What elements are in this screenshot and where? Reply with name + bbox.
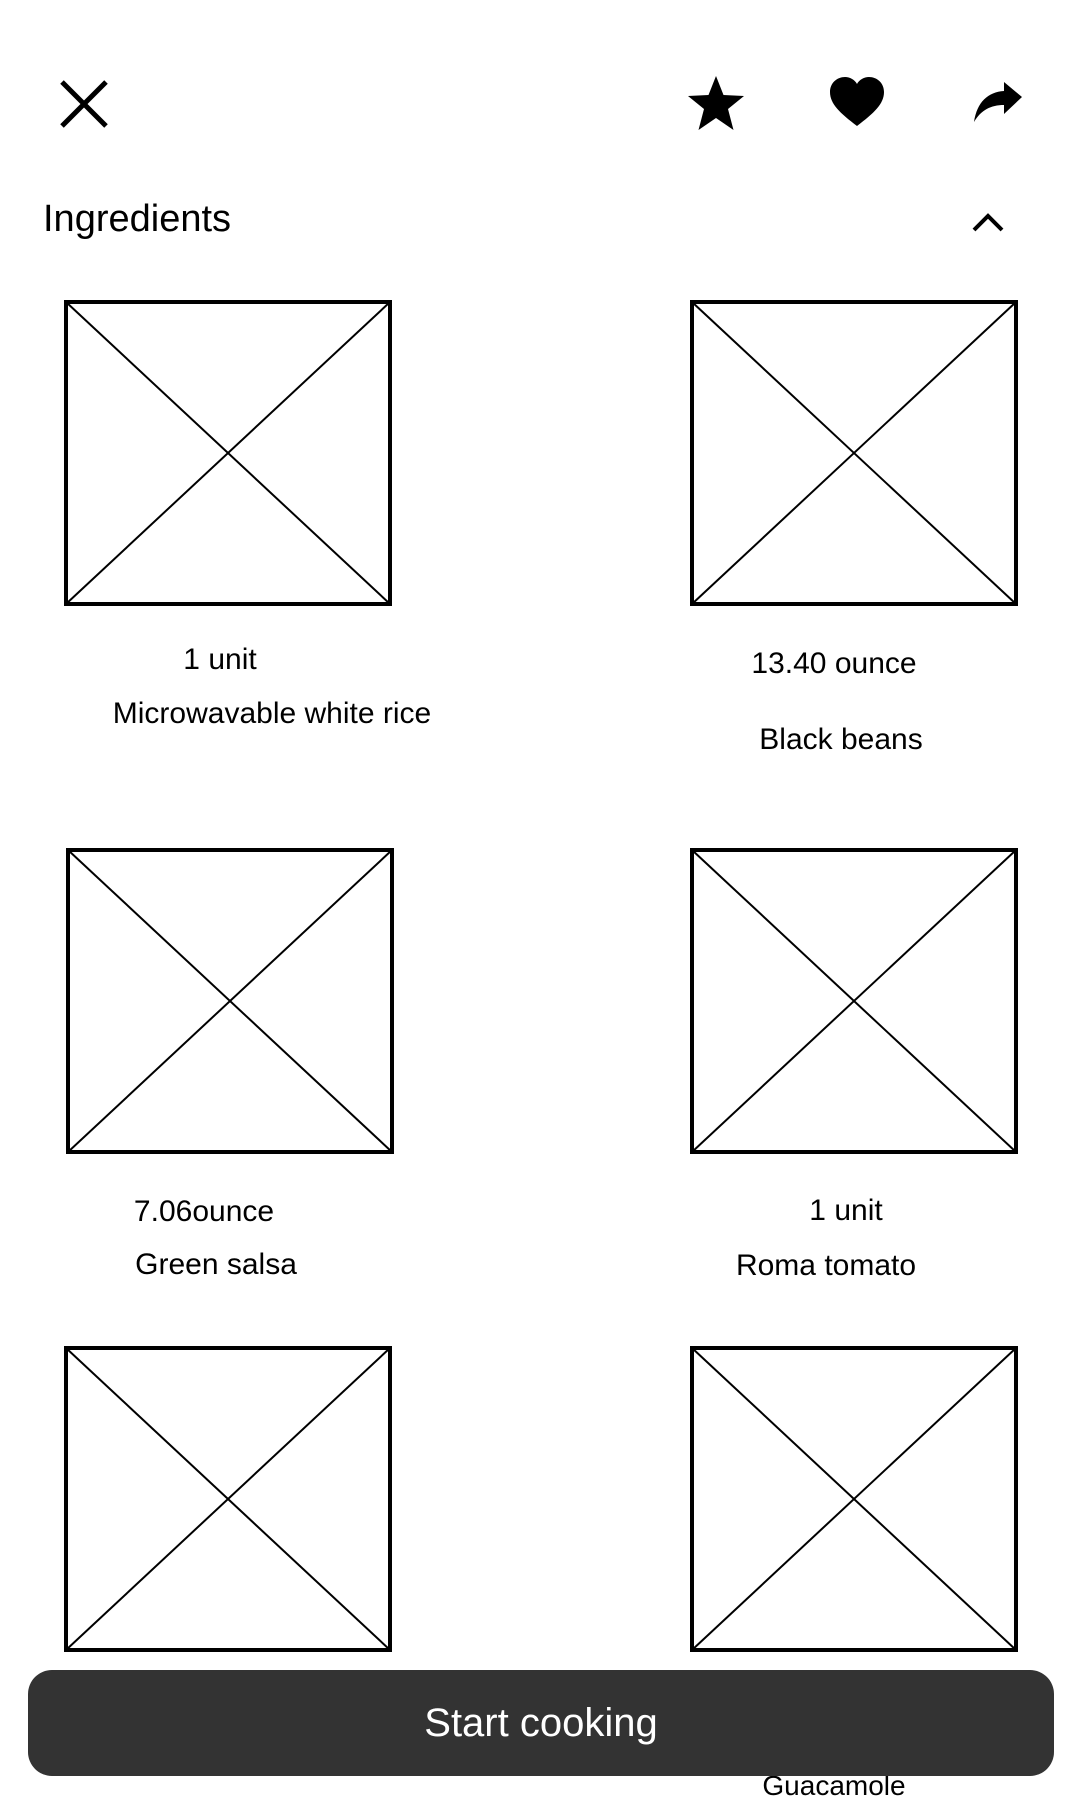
ingredient-quantity: 1 unit: [809, 1194, 883, 1227]
ingredient-quantity: 13.40 ounce: [751, 647, 917, 680]
ingredient-name: Microwavable white rice: [112, 697, 432, 730]
image-placeholder-icon: [690, 1346, 1018, 1652]
image-placeholder-icon: [690, 848, 1018, 1154]
ingredient-image: [690, 300, 1018, 606]
image-placeholder-icon: [64, 1346, 392, 1652]
ingredient-name: Roma tomato: [735, 1249, 917, 1282]
section-title: Ingredients: [43, 198, 232, 240]
image-placeholder-icon: [64, 300, 392, 606]
heart-icon[interactable]: [828, 76, 886, 128]
ingredient-image: [690, 1346, 1018, 1652]
star-icon[interactable]: [686, 74, 746, 132]
ingredient-image: [64, 1346, 392, 1652]
ingredient-name: Black beans: [759, 723, 923, 756]
ingredient-image: [64, 300, 392, 606]
ingredient-image: [690, 848, 1018, 1154]
close-icon[interactable]: [58, 78, 110, 130]
ingredient-image: [66, 848, 394, 1154]
ingredient-quantity: 1 unit: [183, 643, 257, 676]
image-placeholder-icon: [66, 848, 394, 1154]
image-placeholder-icon: [690, 300, 1018, 606]
ingredient-name: Green salsa: [135, 1248, 297, 1281]
share-icon[interactable]: [972, 80, 1024, 124]
chevron-up-icon[interactable]: [958, 198, 1018, 248]
start-cooking-button[interactable]: Start cooking: [28, 1670, 1054, 1776]
ingredient-quantity: 7.06ounce: [133, 1195, 275, 1228]
